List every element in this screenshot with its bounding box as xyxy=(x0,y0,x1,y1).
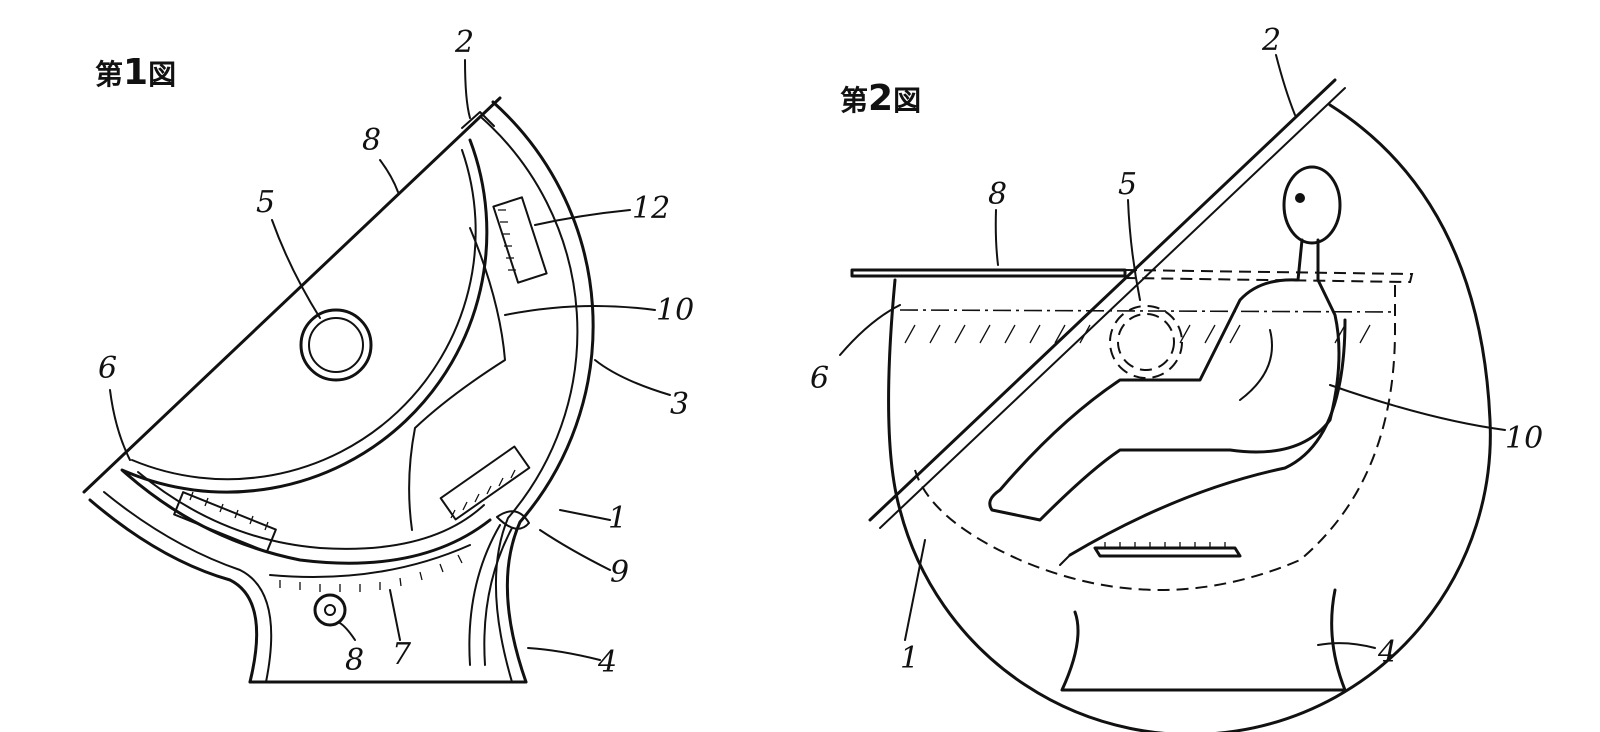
fig1-seat-inner-rim xyxy=(137,471,485,550)
fig2-label-6: 6 xyxy=(810,361,829,396)
fig1-label-6: 6 xyxy=(98,351,117,386)
figure-2: 第2図 xyxy=(810,23,1543,732)
fig2-seat-shell xyxy=(1068,318,1347,557)
fig1-guide-rail-2 xyxy=(483,527,513,666)
fig1-label-5: 5 xyxy=(256,185,275,220)
fig1-rack-teeth xyxy=(279,554,463,592)
fig1-label-2: 2 xyxy=(454,25,474,60)
fig2-body-outline xyxy=(988,238,1341,522)
fig2-eye xyxy=(1295,193,1305,203)
fig1-seat-shell-inner xyxy=(131,149,477,481)
fig1-shell-left xyxy=(88,498,259,684)
fig1-seat-contour xyxy=(408,227,506,531)
fig2-water-level xyxy=(899,309,1396,313)
fig1-label-1: 1 xyxy=(608,501,627,536)
fig2-diagonal-panel-2 xyxy=(879,87,1346,529)
fig2-foot-pad xyxy=(1093,542,1242,558)
fig2-window-dashed-inner xyxy=(1117,313,1175,371)
fig1-drive-gear-hub xyxy=(324,604,336,616)
fig2-label-8: 8 xyxy=(988,177,1007,212)
fig2-water-hatch xyxy=(904,324,1371,344)
fig1-massage-pad-lower xyxy=(439,445,531,521)
fig1-massage-pad-upper xyxy=(492,196,548,284)
fig1-outer-shell xyxy=(491,100,595,684)
fig1-rack xyxy=(269,544,471,578)
fig2-seat-shell-edge xyxy=(1059,554,1071,566)
fig1-guide-rail xyxy=(468,524,501,666)
fig2-window-dashed xyxy=(1109,305,1183,379)
fig1-lid-hinge xyxy=(461,111,495,129)
fig2-lid-open-position xyxy=(1124,269,1414,284)
fig2-leaders xyxy=(839,54,1506,649)
fig1-leaders xyxy=(109,59,671,661)
fig2-inner-liner xyxy=(914,285,1396,591)
fig1-label-10: 10 xyxy=(656,293,694,328)
fig1-window-inner xyxy=(308,317,364,373)
figure-1: 第1図 xyxy=(82,25,694,684)
fig2-head xyxy=(1282,165,1342,245)
fig1-label-3: 3 xyxy=(670,387,689,422)
fig2-label-2: 2 xyxy=(1261,23,1281,58)
fig1-label-8-lid: 8 xyxy=(362,123,381,158)
fig1-window-outer xyxy=(299,308,373,382)
fig1-guide-roller xyxy=(496,510,530,530)
fig1-massage-pad-bottom xyxy=(173,491,277,553)
fig2-label-4: 4 xyxy=(1377,635,1397,670)
fig1-label-4: 4 xyxy=(597,645,617,680)
fig1-lid xyxy=(82,96,502,494)
figure-1-title: 第1図 xyxy=(95,52,176,93)
fig1-label-7: 7 xyxy=(392,637,412,672)
fig2-diagonal-panel xyxy=(868,78,1337,522)
fig2-arm xyxy=(1239,329,1273,401)
fig2-label-10: 10 xyxy=(1505,421,1543,456)
fig2-label-1: 1 xyxy=(900,641,919,676)
fig2-lid xyxy=(850,268,1127,278)
fig2-label-5: 5 xyxy=(1118,167,1137,202)
fig1-label-9: 9 xyxy=(610,555,629,590)
fig1-label-12: 12 xyxy=(632,191,670,226)
fig1-seat-shell xyxy=(120,138,492,565)
fig1-label-8-gear: 8 xyxy=(345,643,364,678)
fig1-shell-left-inner xyxy=(103,491,273,683)
fig1-outer-shell-inner xyxy=(481,117,579,683)
figure-2-title: 第2図 xyxy=(840,78,921,119)
fig1-drive-gear xyxy=(313,593,347,627)
fig2-stand xyxy=(1060,588,1347,692)
